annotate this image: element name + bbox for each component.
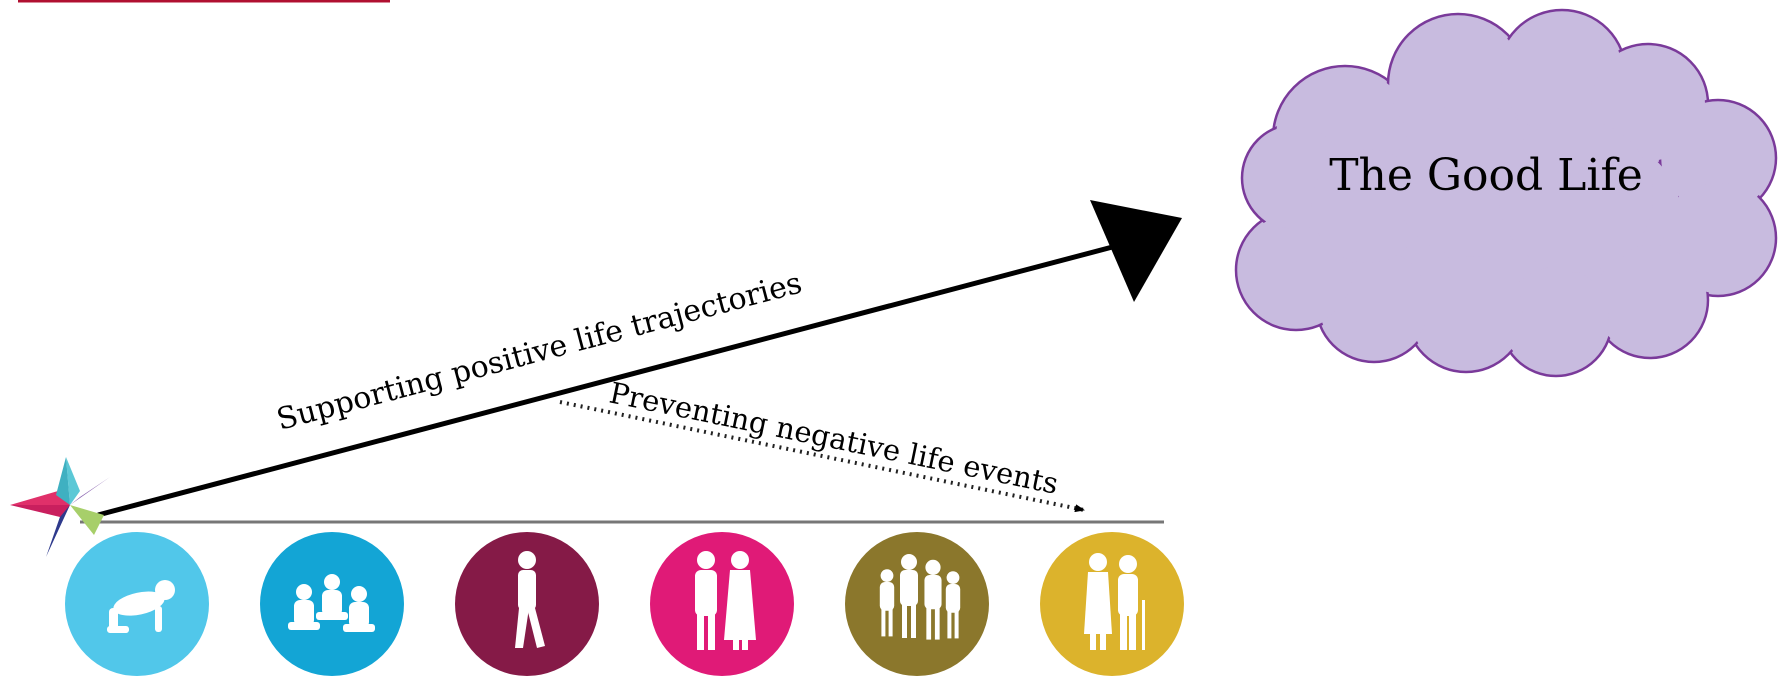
life-stage-circle bbox=[65, 532, 209, 676]
good-life-cloud: The Good Life bbox=[1234, 8, 1778, 378]
life-stage-circle bbox=[650, 532, 794, 676]
positive-trajectory-arrow bbox=[97, 200, 1182, 518]
life-stage-circle bbox=[1040, 532, 1184, 676]
family-group-icon bbox=[879, 554, 961, 640]
star-logo bbox=[10, 457, 110, 557]
walking-teen-icon bbox=[515, 551, 545, 648]
crawling-baby-icon bbox=[107, 580, 175, 633]
negative-events-arrow bbox=[559, 400, 1085, 513]
cloud-label: The Good Life bbox=[1329, 150, 1643, 201]
elderly-couple-icon bbox=[1084, 553, 1145, 650]
life-stage-circle bbox=[845, 532, 989, 676]
adult-couple-icon bbox=[695, 551, 756, 650]
life-stage-row bbox=[65, 532, 1184, 676]
life-stage-circle bbox=[455, 532, 599, 676]
seated-children-icon bbox=[288, 574, 375, 632]
life-stage-circle bbox=[260, 532, 404, 676]
negative-events-label: Preventing negative life events bbox=[607, 376, 1062, 501]
cloud-shape bbox=[1234, 8, 1778, 378]
arrowhead bbox=[1090, 200, 1182, 302]
